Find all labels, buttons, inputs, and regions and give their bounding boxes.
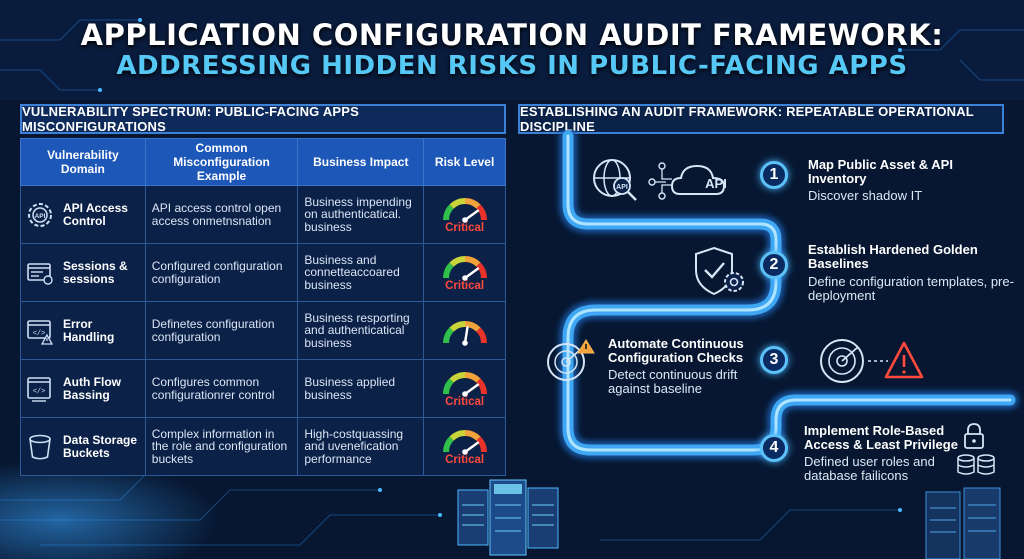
gauge-segment <box>449 320 465 332</box>
gauge-hub <box>461 391 468 398</box>
gauge-segment <box>464 256 481 268</box>
risk-label: Critical <box>445 396 485 409</box>
step-1-desc: Discover shadow IT <box>808 188 923 203</box>
gauge-segment <box>475 326 487 343</box>
session-window-icon <box>27 262 53 285</box>
page-title-line2: ADDRESSING HIDDEN RISKS IN PUBLIC-FACING… <box>116 51 908 81</box>
svg-text:</>: </> <box>33 330 46 338</box>
example-cell: Complex information in the role and conf… <box>144 417 299 476</box>
gauge-segment <box>449 256 465 268</box>
gauge-segment <box>449 198 465 210</box>
domain-label: Data Storage Buckets <box>63 432 138 460</box>
domain-label: Sessions & sessions <box>63 258 128 286</box>
impact-cell: Business resporting and authenticatical … <box>297 301 425 360</box>
table-row: </> Error Handling Definetes configurati… <box>20 301 506 360</box>
impact-cell: Business and connetteaccoared business <box>297 243 425 302</box>
svg-text:API: API <box>35 213 46 220</box>
step-3-desc: Detect continuous drift against baseline <box>608 367 738 396</box>
risk-gauge-icon <box>442 256 487 282</box>
step-4-desc: Defined user roles and database failicon… <box>804 454 935 483</box>
example-cell: API access control open access onmetnsna… <box>144 185 299 244</box>
risk-gauge-icon <box>442 430 487 456</box>
gauge-segment <box>475 436 487 453</box>
table-row: Sessions & sessions Configured configura… <box>20 243 506 302</box>
gauge-segment <box>464 430 481 442</box>
risk-label: Critical <box>445 454 485 467</box>
step-1-badge: 1 <box>760 161 788 189</box>
gauge-segment <box>464 372 481 384</box>
radar-warning-icon <box>547 339 595 381</box>
risk-label: Critical <box>445 222 485 235</box>
gauge-segment <box>475 378 487 395</box>
vulnerability-table: Vulnerability Domain Common Misconfigura… <box>20 138 506 476</box>
domain-label: Error Handling <box>63 316 115 344</box>
bucket-icon <box>29 434 51 460</box>
step-3-badge: 3 <box>760 346 788 374</box>
page-title-line1: APPLICATION CONFIGURATION AUDIT FRAMEWOR… <box>80 18 944 52</box>
step-4-title: Implement Role-Based Access & Least Priv… <box>804 423 958 452</box>
api-cloud-label: API <box>705 176 727 191</box>
gauge-segment <box>475 204 487 221</box>
risk-label: Critical <box>445 280 485 293</box>
table-row: API API Access Control API access contro… <box>20 185 506 244</box>
gauge-segment <box>464 198 481 210</box>
gauge-hub <box>461 449 468 456</box>
impact-cell: High-costquassing and uvenefication perf… <box>297 417 425 476</box>
table-row: </> Auth Flow Bassing Configures common … <box>20 359 506 418</box>
gauge-hub <box>461 339 468 346</box>
impact-cell: Business applied business <box>297 359 425 418</box>
api-gear-icon: API <box>28 202 52 227</box>
gauge-segment <box>449 372 465 384</box>
gauge-segment <box>442 326 454 343</box>
auth-code-icon: </> <box>27 376 51 402</box>
step-3-title: Automate Continuous Configuration Checks <box>608 336 744 365</box>
example-cell: Configures common configurationrer contr… <box>144 359 299 418</box>
table-row: Data Storage Buckets Complex information… <box>20 417 506 476</box>
domain-label: Auth Flow Bassing <box>63 374 121 402</box>
vulnerability-spectrum-heading: VULNERABILITY SPECTRUM: PUBLIC-FACING AP… <box>20 104 506 134</box>
radar-alert-icon <box>820 339 924 383</box>
code-warning-icon: </> <box>27 319 54 345</box>
process-flow-pipe <box>559 130 1019 459</box>
step-2-title: Establish Hardened Golden Baselines <box>808 242 978 271</box>
gauge-segment <box>442 262 454 279</box>
example-cell: Configured configuration configuration <box>144 243 299 302</box>
svg-text:API: API <box>616 184 628 191</box>
step-1-title: Map Public Asset & API Inventory <box>808 157 953 186</box>
risk-gauge-icon <box>442 372 487 398</box>
shield-gear-icon <box>695 246 744 296</box>
gauge-hub <box>461 217 468 224</box>
gauge-segment <box>449 430 465 442</box>
impact-cell: Business impending on authenticatical. b… <box>297 185 425 244</box>
step-4-badge: 4 <box>760 434 788 462</box>
gauge-segment <box>442 204 454 221</box>
step-2-desc: Define configuration templates, pre-depl… <box>808 274 1014 303</box>
column-header-example: Common Misconfiguration Example <box>144 138 299 186</box>
gauge-hub <box>461 275 468 282</box>
column-header-impact: Business Impact <box>297 138 425 186</box>
domain-label: API Access Control <box>63 200 128 228</box>
api-inventory-icon: API <box>593 159 726 201</box>
server-racks-icon <box>457 479 1001 559</box>
example-cell: Definetes configuration configuration <box>144 301 299 360</box>
gauge-segment <box>442 436 454 453</box>
svg-text:</>: </> <box>33 388 46 396</box>
column-header-risk: Risk Level <box>423 138 506 186</box>
risk-gauge-icon <box>442 198 487 224</box>
audit-framework-heading: ESTABLISHING AN AUDIT FRAMEWORK: REPEATA… <box>518 104 1004 134</box>
gauge-segment <box>464 320 481 332</box>
risk-gauge-icon <box>442 320 487 346</box>
lock-database-icon <box>957 423 995 475</box>
column-header-domain: Vulnerability Domain <box>20 138 146 186</box>
step-2-badge: 2 <box>760 251 788 279</box>
gauge-segment <box>475 262 487 279</box>
gauge-segment <box>442 378 454 395</box>
